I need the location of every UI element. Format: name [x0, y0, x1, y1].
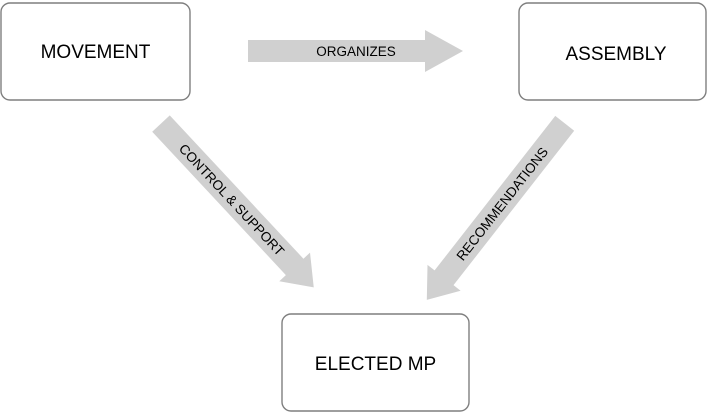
recommendations-arrow-shape [426, 115, 575, 300]
elected-mp-box [281, 313, 470, 412]
assembly-box [518, 2, 707, 101]
control-support-arrow-shape [152, 115, 314, 288]
movement-label: MOVEMENT [41, 42, 151, 63]
control-support-arrow: CONTROL & SUPPORT [152, 115, 314, 288]
elected-mp-node: ELECTED MP [281, 313, 470, 412]
assembly-label: ASSEMBLY [565, 44, 666, 65]
organizes-arrow: ORGANIZES [248, 30, 463, 72]
recommendations-arrow-label: RECOMMENDATIONS [454, 145, 552, 264]
assembly-node: ASSEMBLY [518, 2, 707, 101]
movement-box [0, 2, 191, 101]
movement-node: MOVEMENT [0, 2, 191, 101]
organizes-arrow-label: ORGANIZES [316, 44, 396, 59]
control-support-arrow-label: CONTROL & SUPPORT [176, 141, 287, 259]
elected-mp-label: ELECTED MP [315, 354, 436, 375]
organizes-arrow-shape [248, 30, 463, 72]
recommendations-arrow: RECOMMENDATIONS [426, 115, 575, 300]
